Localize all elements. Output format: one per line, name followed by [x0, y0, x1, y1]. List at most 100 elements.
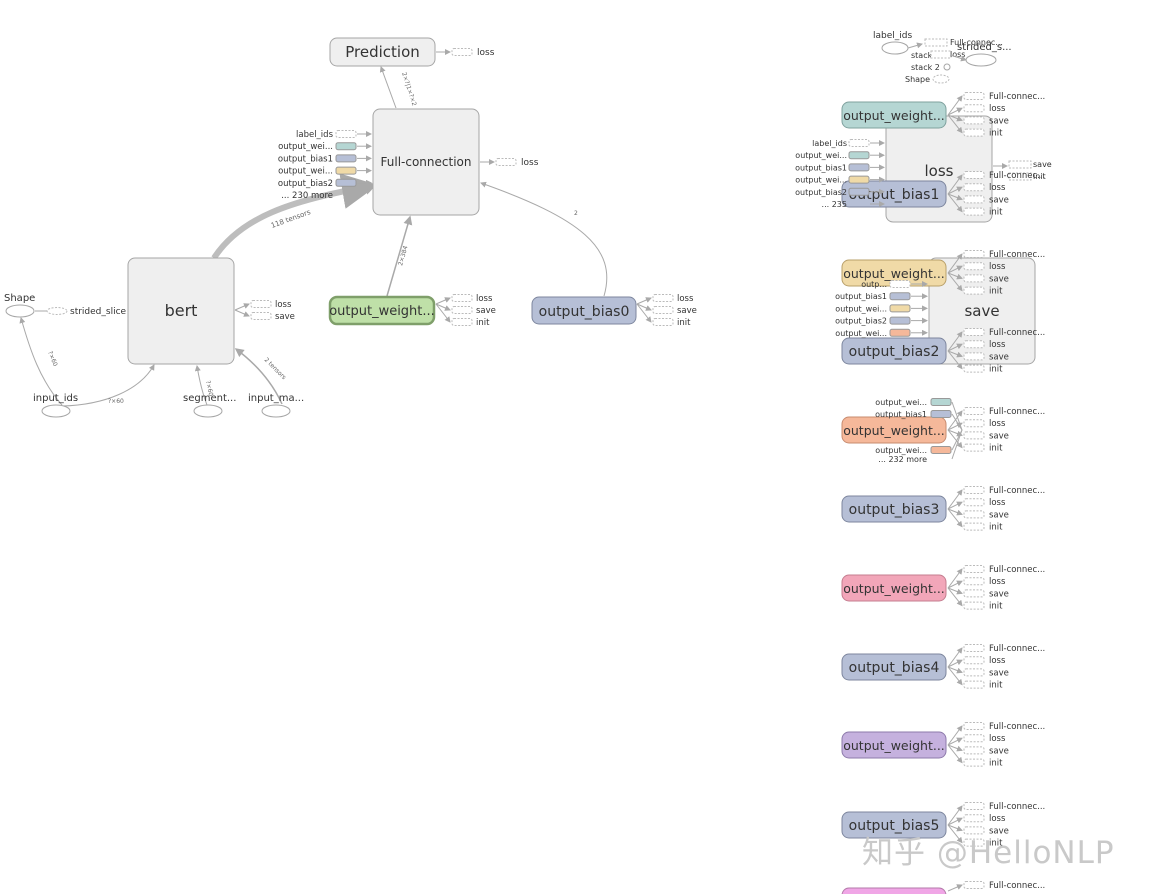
w3-input-label: output_wei...	[875, 446, 927, 455]
node-fc-label: Full-connection	[381, 155, 472, 169]
node-save[interactable]: save	[928, 257, 1036, 365]
node-prediction[interactable]: Prediction	[329, 37, 436, 67]
pill-stub-label: Full-connec...	[989, 328, 1045, 338]
pill-stub-label: init	[989, 287, 1003, 297]
pill-node-b3[interactable]: output_bias3	[841, 495, 947, 523]
save-input-chip	[889, 292, 911, 301]
pill-stub-edge	[947, 568, 963, 589]
pill-stub-edge	[947, 659, 963, 668]
pill-stub-label: Full-connec...	[989, 722, 1045, 732]
pill-stub-chip	[963, 171, 985, 179]
stub-label: save	[275, 312, 295, 322]
pill-stub-edge	[947, 331, 963, 352]
loss-input-chip	[848, 175, 870, 184]
pill-node-w4[interactable]: output_weight...	[841, 574, 947, 602]
node-segment[interactable]: segment...	[183, 393, 236, 418]
node-input-ids[interactable]: input_ids	[33, 393, 78, 418]
pill-node-b5[interactable]: output_bias5	[841, 811, 947, 839]
save-input-label: output_bias2	[835, 317, 887, 326]
node-shape-label: Shape	[4, 293, 35, 304]
pill-stub-edge	[947, 737, 963, 746]
pill-node-w3[interactable]: output_weight...	[841, 416, 947, 444]
edge-mask-to-bert	[234, 348, 283, 405]
pill-node-b4[interactable]: output_bias4	[841, 653, 947, 681]
pill-stub-edge	[947, 501, 963, 510]
stub-chip	[652, 294, 674, 302]
pill-stub-label: Full-connec...	[989, 644, 1045, 654]
pill-stub-chip	[963, 498, 985, 507]
pill-node-w1[interactable]: output_weight...	[841, 101, 947, 129]
w3-input-chip	[930, 410, 952, 418]
fc-input-chip	[335, 166, 357, 175]
loss-input-chip	[848, 139, 870, 147]
pill-stub-chip	[963, 734, 985, 743]
pill-node-w2[interactable]: output_weight...	[841, 259, 947, 287]
pill-stub-chip	[963, 486, 985, 494]
watermark: 知乎 @HelloNLP	[862, 835, 1115, 871]
pill-label: output_weight...	[843, 581, 945, 596]
pill-stub-chip	[963, 207, 985, 216]
node-strided-slice[interactable]: strided_slice	[46, 307, 127, 317]
pill-stub-label: save	[989, 668, 1009, 678]
w3-input-label: output_wei...	[875, 398, 927, 407]
node-output-weight-main[interactable]: output_weight...	[328, 295, 436, 326]
edge-bert-to-fc	[211, 173, 378, 260]
pill-stub-chip	[963, 644, 985, 652]
pill-stub-edge	[947, 114, 963, 122]
label-ids-ellipse	[881, 41, 909, 55]
pill-stub-label: save	[989, 116, 1009, 126]
pill-stub-label: init	[989, 444, 1003, 454]
pill-stub-label: loss	[989, 262, 1006, 272]
top-cluster: label_ids Full-connec... stack loss stac…	[873, 31, 1012, 84]
stub-edge	[234, 303, 250, 311]
pill-node-b1[interactable]: output_bias1	[841, 180, 947, 208]
pill-stub-edge	[947, 107, 963, 116]
pill-stub-label: Full-connec...	[989, 802, 1045, 812]
generated-layer: losslosslabel_idsoutput_wei...output_bia…	[234, 48, 697, 328]
pill-stub-chip	[963, 802, 985, 810]
pill-stub-edge	[947, 647, 963, 668]
pill-node-b2[interactable]: output_bias2	[841, 337, 947, 365]
top-fc-label: Full-connec...	[950, 38, 1003, 47]
fc-input-label: label_ids	[296, 130, 334, 140]
pill-stub-chip	[963, 419, 985, 428]
node-full-connection[interactable]: Full-connection	[372, 108, 480, 216]
pill-label: output_bias2	[849, 344, 940, 360]
node-output-bias0[interactable]: output_bias0	[531, 296, 637, 325]
pill-stub-label: save	[989, 746, 1009, 756]
pill-stub-label: save	[989, 431, 1009, 441]
pill-stub-label: loss	[989, 498, 1006, 508]
fc-input-label: output_bias1	[278, 154, 333, 164]
loss-input-label: ... 235	[822, 200, 847, 209]
pill-stub-chip	[963, 92, 985, 100]
pill-stub-edge	[947, 410, 963, 431]
node-ow-label: output_weight...	[329, 304, 435, 319]
pill-stub-edge	[947, 350, 963, 358]
pill-stub-label: init	[989, 602, 1003, 612]
stub-edge	[435, 297, 451, 305]
pill-stub-label: save	[989, 589, 1009, 599]
w3-input-label: ... 232 more	[878, 455, 927, 464]
node-bert[interactable]: bert	[127, 257, 235, 365]
fc-input-chip	[335, 178, 357, 187]
pill-label: output_weight...	[843, 108, 945, 123]
top-label-ids: label_ids	[873, 31, 912, 41]
pill-stub-chip	[963, 128, 985, 137]
pill-stub-label: init	[989, 365, 1003, 375]
node-input-mask[interactable]: input_ma...	[248, 393, 304, 418]
pill-stub-label: Full-connec...	[989, 407, 1045, 417]
node-shape[interactable]: Shape	[4, 293, 35, 318]
pill-stub-label: Full-connec...	[989, 565, 1045, 575]
pill-stub-chip	[963, 262, 985, 271]
pill-stub-label: loss	[989, 183, 1006, 193]
pill-stub-edge	[947, 666, 963, 686]
save-input-label: outp...	[861, 280, 887, 289]
stub-edge	[435, 303, 451, 311]
pill-stub-label: loss	[989, 734, 1006, 744]
top-loss-label: loss	[950, 50, 965, 59]
pill-node-w5[interactable]: output_weight...	[841, 731, 947, 759]
pill-stub-label: Full-connec...	[989, 250, 1045, 260]
pill-stub-edge	[947, 174, 963, 195]
pill-stub-edge	[947, 193, 963, 201]
